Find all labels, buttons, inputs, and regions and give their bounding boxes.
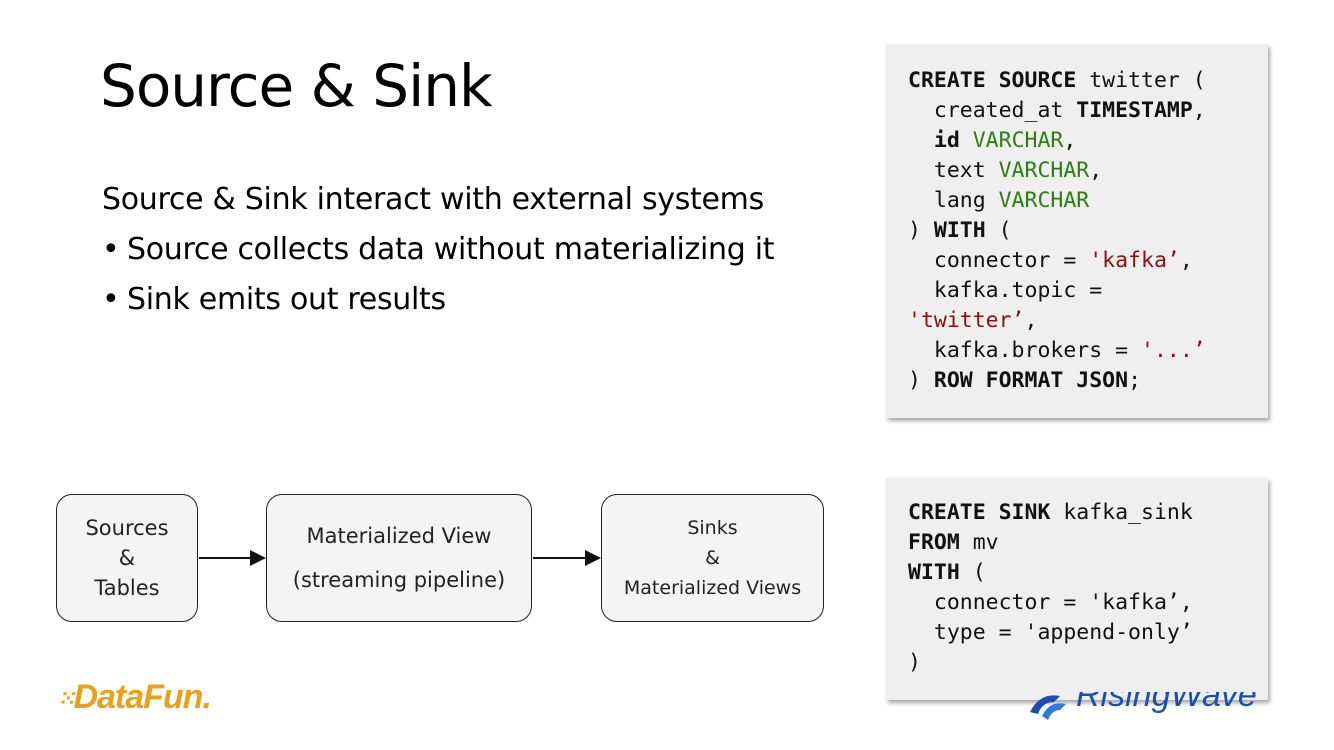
bullet-list: •Source collects data without materializ… (102, 228, 775, 322)
box-label: Tables (94, 576, 160, 600)
code-line: created_at TIMESTAMP, (908, 98, 1206, 123)
diagram-box-materialized-view: Materialized View (streaming pipeline) (266, 494, 532, 622)
code-line: FROM mv (908, 530, 999, 555)
code-block-create-source: CREATE SOURCE twitter ( created_at TIMES… (886, 44, 1268, 418)
code-line: CREATE SINK kafka_sink (908, 500, 1193, 525)
bullet-icon: • (102, 232, 120, 267)
code-line: connector = 'kafka’, (908, 248, 1193, 273)
bullet-item: •Source collects data without materializ… (102, 228, 775, 272)
code-line: type = 'append-only’ (908, 620, 1193, 645)
box-label: Sources (85, 516, 169, 540)
code-line: ) ROW FORMAT JSON; (908, 368, 1142, 393)
bullet-icon: • (102, 282, 120, 317)
datafun-dots-icon: ⁙ (57, 686, 75, 712)
diagram-box-sources: Sources & Tables (56, 494, 198, 622)
code-line: CREATE SOURCE twitter ( (908, 68, 1206, 93)
box-label: Materialized View (306, 524, 492, 548)
bullet-item: •Sink emits out results (102, 278, 774, 322)
box-label: & (705, 547, 720, 569)
code-line: kafka.topic = (908, 278, 1103, 303)
box-label: Materialized Views (623, 577, 802, 599)
risingwave-wordmark: RisingWave (1076, 692, 1257, 714)
code-line: connector = 'kafka’, (908, 590, 1193, 615)
code-line: id VARCHAR, (933, 128, 1077, 153)
code-line: WITH ( (908, 560, 986, 585)
risingwave-logo: RisingWave (1020, 692, 1270, 732)
code-line: 'twitter’, (908, 308, 1038, 333)
diagram-box-sinks: Sinks & Materialized Views (601, 494, 824, 622)
box-label: (streaming pipeline) (292, 568, 506, 592)
slide-body: Source & Sink interact with external sys… (102, 178, 775, 328)
code-line: lang VARCHAR (908, 188, 1090, 213)
code-line: text VARCHAR, (908, 158, 1103, 183)
box-label: Sinks (687, 517, 738, 539)
code-line: kafka.brokers = '...’ (908, 338, 1206, 363)
intro-text: Source & Sink interact with external sys… (102, 182, 764, 217)
risingwave-logo-icon: RisingWave (1030, 692, 1257, 720)
code-line: ) (908, 650, 921, 675)
datafun-logo: ⁙DataFun. (57, 678, 212, 716)
slide-title: Source & Sink (100, 52, 493, 120)
code-line: ) WITH ( (908, 218, 1012, 243)
box-label: & (118, 546, 136, 570)
